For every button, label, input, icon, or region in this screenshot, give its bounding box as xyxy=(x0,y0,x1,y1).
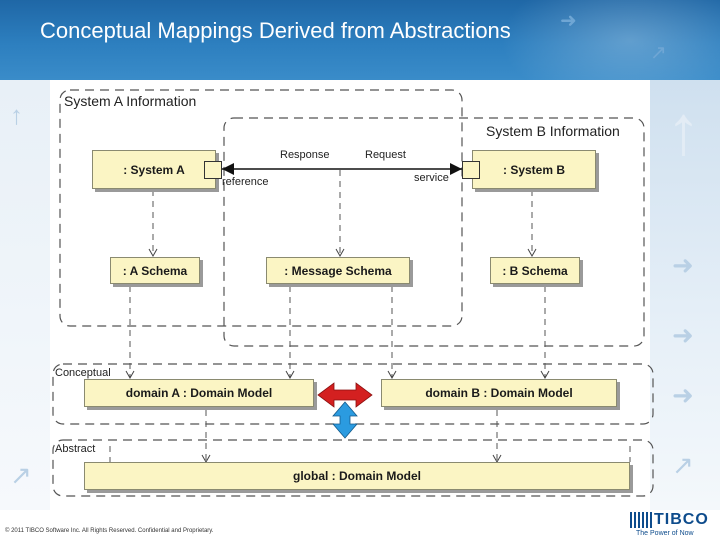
vertical-mapping-arrow xyxy=(332,401,358,439)
node-global[interactable]: global : Domain Model xyxy=(84,462,630,490)
horizontal-mapping-arrow xyxy=(317,382,373,408)
arrow-up-right-icon: ↗ xyxy=(672,450,694,480)
arrow-circle-icon: ➜ xyxy=(672,320,694,350)
arrow-up-icon: ↑ xyxy=(10,100,23,130)
header-glow xyxy=(500,0,720,80)
region-label-system-a: System A Information xyxy=(64,93,197,109)
label-reference: reference xyxy=(222,176,269,188)
label-request: Request xyxy=(365,149,406,161)
region-system-b xyxy=(223,117,645,347)
node-domain-a[interactable]: domain A : Domain Model xyxy=(84,379,314,407)
region-system-a xyxy=(59,89,463,327)
region-conceptual xyxy=(52,363,654,425)
node-system-a[interactable]: : System A xyxy=(92,150,216,189)
node-b-schema[interactable]: : B Schema xyxy=(490,257,580,284)
port-system-b xyxy=(462,161,480,179)
arrow-circle-icon: ➜ xyxy=(672,250,694,280)
arrow-circle-icon: ➜ xyxy=(560,10,577,32)
region-label-system-b: System B Information xyxy=(486,123,620,139)
node-domain-b[interactable]: domain B : Domain Model xyxy=(381,379,617,407)
arrow-up-icon: ↑ xyxy=(666,91,701,169)
region-label-conceptual: Conceptual xyxy=(55,367,111,379)
arrow-right-icon: ➜ xyxy=(672,380,694,410)
right-decoration: ↑ ➜ ➜ ➜ ↗ xyxy=(650,80,720,510)
label-service: service xyxy=(414,172,449,184)
tibco-logo-mark xyxy=(630,512,652,528)
left-decoration: ↑ ↗ xyxy=(0,80,50,510)
slide-title: Conceptual Mappings Derived from Abstrac… xyxy=(40,18,511,43)
node-message-schema[interactable]: : Message Schema xyxy=(266,257,410,284)
node-a-schema[interactable]: : A Schema xyxy=(110,257,200,284)
region-label-abstract: Abstract xyxy=(55,443,96,455)
region-abstract xyxy=(52,439,654,497)
arrow-circle-icon: ↗ xyxy=(650,42,667,64)
copyright-footer: © 2011 TIBCO Software Inc. All Rights Re… xyxy=(5,528,214,534)
arrow-right-icon: ↗ xyxy=(10,460,32,490)
port-system-a xyxy=(204,161,222,179)
tibco-logo-text: TIBCO xyxy=(654,511,709,528)
tibco-logo: TIBCO xyxy=(630,510,709,530)
node-system-b[interactable]: : System B xyxy=(472,150,596,189)
label-response: Response xyxy=(280,149,330,161)
slide-header: Conceptual Mappings Derived from Abstrac… xyxy=(0,0,720,80)
tibco-tagline: The Power of Now xyxy=(636,530,694,537)
